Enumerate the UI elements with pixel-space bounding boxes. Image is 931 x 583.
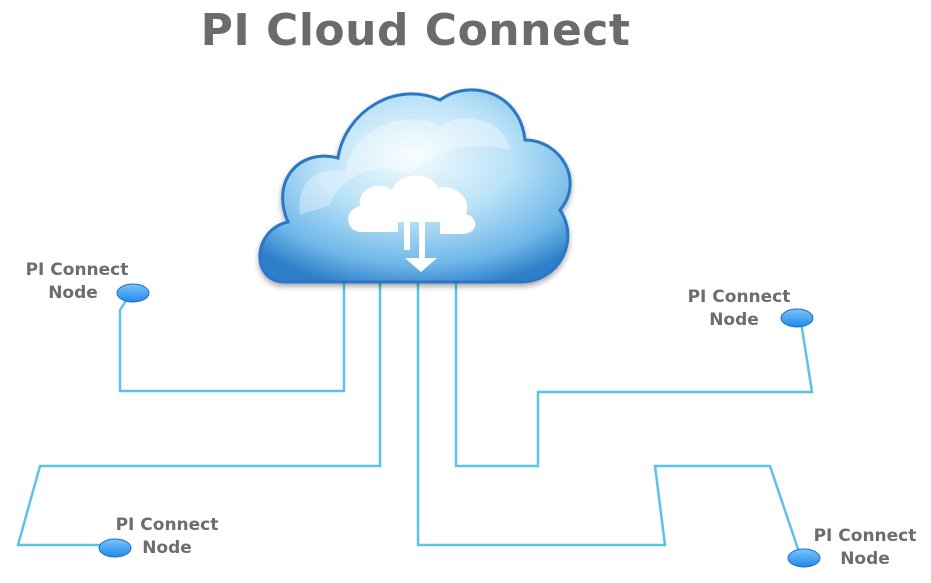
- node-label-top-right: PI Connect Node: [684, 286, 794, 332]
- connector-line-top-left: [118, 282, 346, 393]
- node-bottom-right: [787, 548, 821, 568]
- node-top-right: [780, 308, 814, 328]
- connector-line-top-right: [454, 282, 814, 468]
- node-label-bottom-left: PI Connect Node: [112, 514, 222, 560]
- node-label-line1: PI Connect: [813, 526, 917, 546]
- node-label-line2: Node: [840, 549, 890, 569]
- connector-line-bottom-right: [416, 282, 802, 556]
- diagram-title: PI Cloud Connect: [200, 5, 631, 56]
- connector-line-bottom-left: [16, 282, 382, 547]
- node-label-line2: Node: [709, 310, 759, 330]
- upload-download-arrows-icon: [348, 175, 476, 272]
- node-label-bottom-right: PI Connect Node: [810, 525, 920, 571]
- node-label-line1: PI Connect: [25, 260, 129, 280]
- node-label-top-left: PI Connect Node: [22, 259, 132, 305]
- node-label-line1: PI Connect: [115, 515, 219, 535]
- node-top-left: [116, 283, 150, 303]
- node-bottom-left: [98, 538, 132, 558]
- node-label-line2: Node: [48, 283, 98, 303]
- node-label-line2: Node: [142, 538, 192, 558]
- node-label-line1: PI Connect: [687, 287, 791, 307]
